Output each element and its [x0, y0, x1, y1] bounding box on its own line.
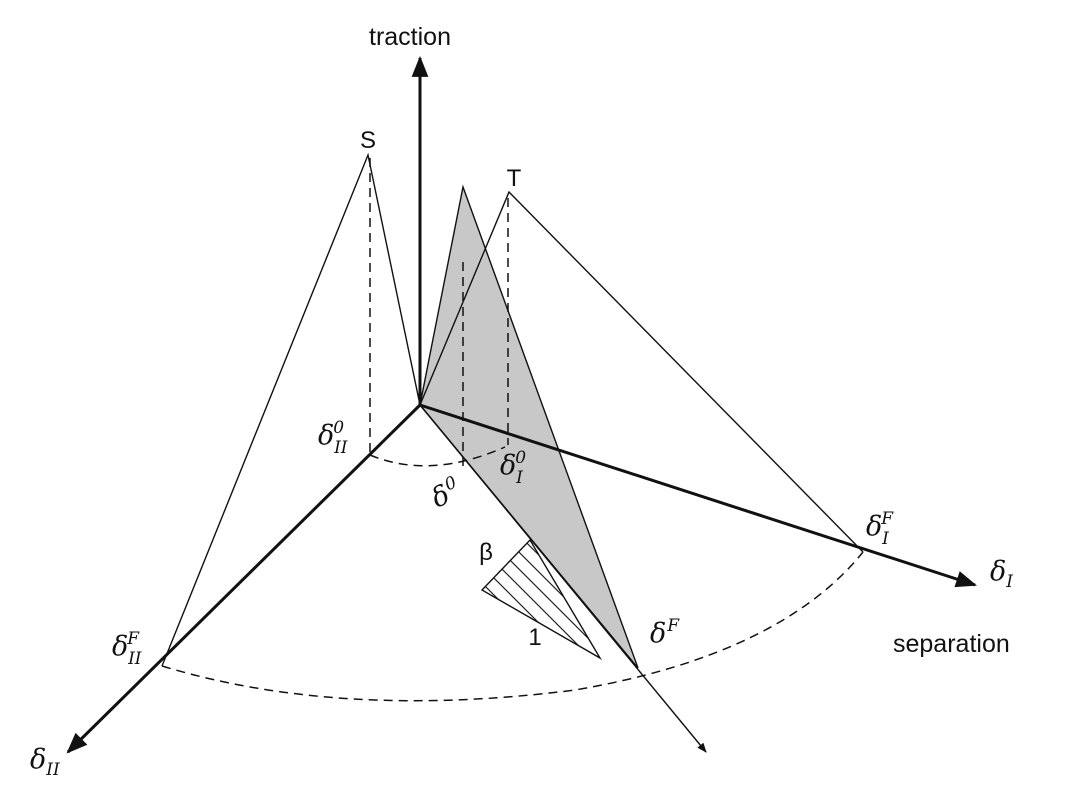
- superscript: F: [126, 629, 140, 649]
- mode-ii-law: [161, 152, 421, 667]
- delta-i-axis-label: δI: [990, 556, 1013, 592]
- onset-arc: [369, 446, 506, 467]
- mixed-mode-axis: [419, 404, 707, 753]
- superscript: F: [666, 616, 680, 636]
- mode-ii-peak-label: S: [360, 127, 376, 154]
- delta-failure-label: δF: [650, 616, 680, 649]
- mode-ii-axis: [66, 403, 422, 754]
- delta-symbol: δ: [990, 556, 1006, 587]
- delta-ii-axis-label: δII: [30, 744, 60, 780]
- subscript: I: [881, 529, 889, 549]
- mode-i-peak-label: T: [507, 165, 522, 192]
- mode-i-axis: [419, 403, 977, 588]
- delta-symbol: δ: [866, 511, 882, 542]
- failure-arc: [161, 551, 864, 702]
- subscript: I: [1005, 572, 1013, 592]
- delta-symbol: δ: [650, 618, 666, 649]
- superscript: 0: [333, 418, 344, 438]
- delta-symbol: δ: [500, 450, 516, 481]
- mode-i-law: [419, 190, 864, 553]
- unit-run-label: 1: [528, 624, 541, 651]
- traction-label: traction: [369, 23, 451, 51]
- subscript: I: [515, 468, 523, 488]
- subscript: II: [333, 438, 348, 458]
- subscript: II: [127, 649, 142, 669]
- superscript: 0: [515, 448, 526, 468]
- separation-label: separation: [893, 630, 1010, 658]
- delta-onset-label: δ0: [426, 472, 466, 514]
- beta-label: β: [479, 539, 493, 566]
- delta-symbol: δ: [30, 744, 46, 775]
- superscript: F: [880, 509, 894, 529]
- subscript: II: [45, 760, 60, 780]
- delta-symbol: δ: [318, 420, 334, 451]
- slope-triangle: [480, 538, 602, 660]
- delta-symbol: δ: [112, 631, 128, 662]
